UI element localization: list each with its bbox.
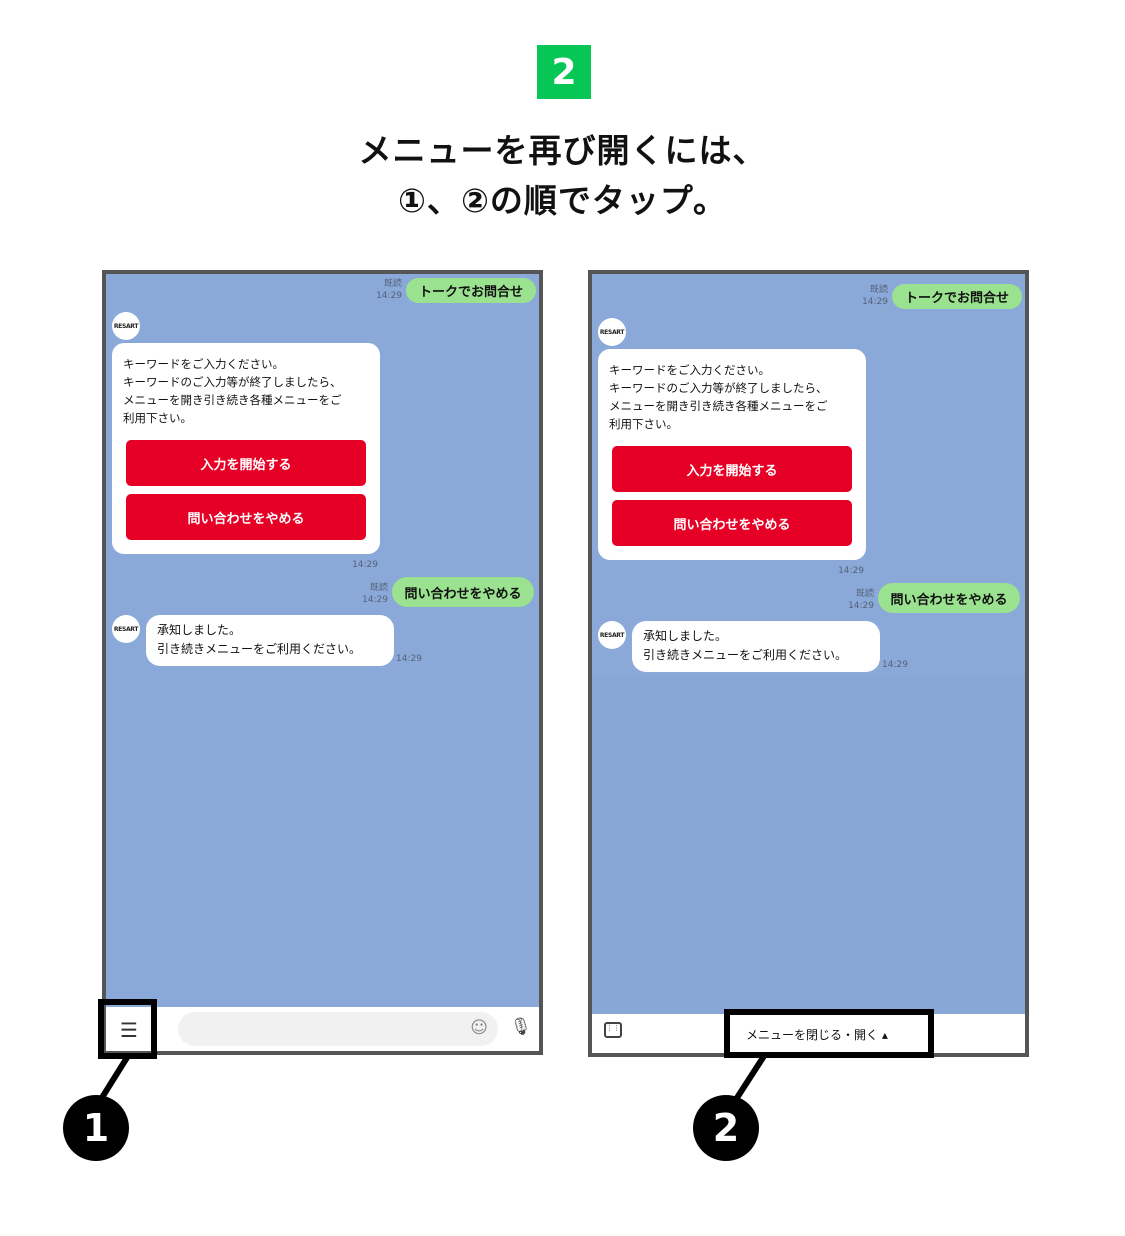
step-badge: 2 <box>537 45 591 99</box>
menu-icon[interactable]: ☰ <box>120 1018 138 1042</box>
rich-menu-bar: ⋮⋮ メニューを閉じる・開く ▴ <box>592 1014 1025 1053</box>
message-input[interactable]: ☺ <box>178 1012 498 1046</box>
chat-background <box>592 674 1025 1053</box>
bot-card-message: キーワードをご入力ください。 キーワードのご入力等が終了しましたら、 メニューを… <box>112 343 380 554</box>
bot-reply: 承知しました。 引き続きメニューをご利用ください。 <box>632 621 880 672</box>
callout-number-2: 2 <box>693 1095 759 1161</box>
card-text: キーワードをご入力ください。 キーワードのご入力等が終了しましたら、 メニューを… <box>609 363 828 431</box>
instruction-title-line-1: メニューを再び開くには、 <box>358 131 767 170</box>
keyboard-icon[interactable]: ⋮⋮ <box>604 1022 622 1038</box>
sent-message: 問い合わせをやめる <box>392 577 534 607</box>
highlight-menu-icon <box>98 999 157 1059</box>
message-time: 14:29 <box>396 654 422 664</box>
callout-line-2 <box>730 1054 767 1106</box>
microphone-icon[interactable]: 🎙 <box>510 1017 532 1037</box>
bot-avatar: RESART <box>112 312 140 340</box>
sent-message: トークでお問合せ <box>892 284 1022 309</box>
message-time: 14:29 <box>838 566 864 576</box>
menu-toggle-button[interactable]: メニューを閉じる・開く ▴ <box>746 1028 888 1042</box>
bot-avatar: RESART <box>598 621 626 649</box>
callout-number-1: 1 <box>63 1095 129 1161</box>
highlight-menu-toggle <box>724 1009 934 1058</box>
bot-avatar: RESART <box>598 318 626 346</box>
message-time: 14:29 <box>882 660 908 670</box>
bot-card-message: キーワードをご入力ください。 キーワードのご入力等が終了しましたら、 メニューを… <box>598 349 866 560</box>
stop-inquiry-button[interactable]: 問い合わせをやめる <box>126 494 366 540</box>
card-text: キーワードをご入力ください。 キーワードのご入力等が終了しましたら、 メニューを… <box>123 357 342 425</box>
sent-message: 問い合わせをやめる <box>878 583 1020 613</box>
start-input-button[interactable]: 入力を開始する <box>126 440 366 486</box>
message-time: 14:29 <box>352 560 378 570</box>
bot-reply: 承知しました。 引き続きメニューをご利用ください。 <box>146 615 394 666</box>
sent-message: トークでお問合せ <box>406 278 536 303</box>
stop-inquiry-button[interactable]: 問い合わせをやめる <box>612 500 852 546</box>
emoji-icon[interactable]: ☺ <box>470 1018 488 1038</box>
input-bar: ☰ › ☺ 🎙 <box>106 1007 539 1051</box>
start-input-button[interactable]: 入力を開始する <box>612 446 852 492</box>
instruction-title-line-2: ①、②の順でタップ。 <box>398 181 727 220</box>
bot-avatar: RESART <box>112 615 140 643</box>
